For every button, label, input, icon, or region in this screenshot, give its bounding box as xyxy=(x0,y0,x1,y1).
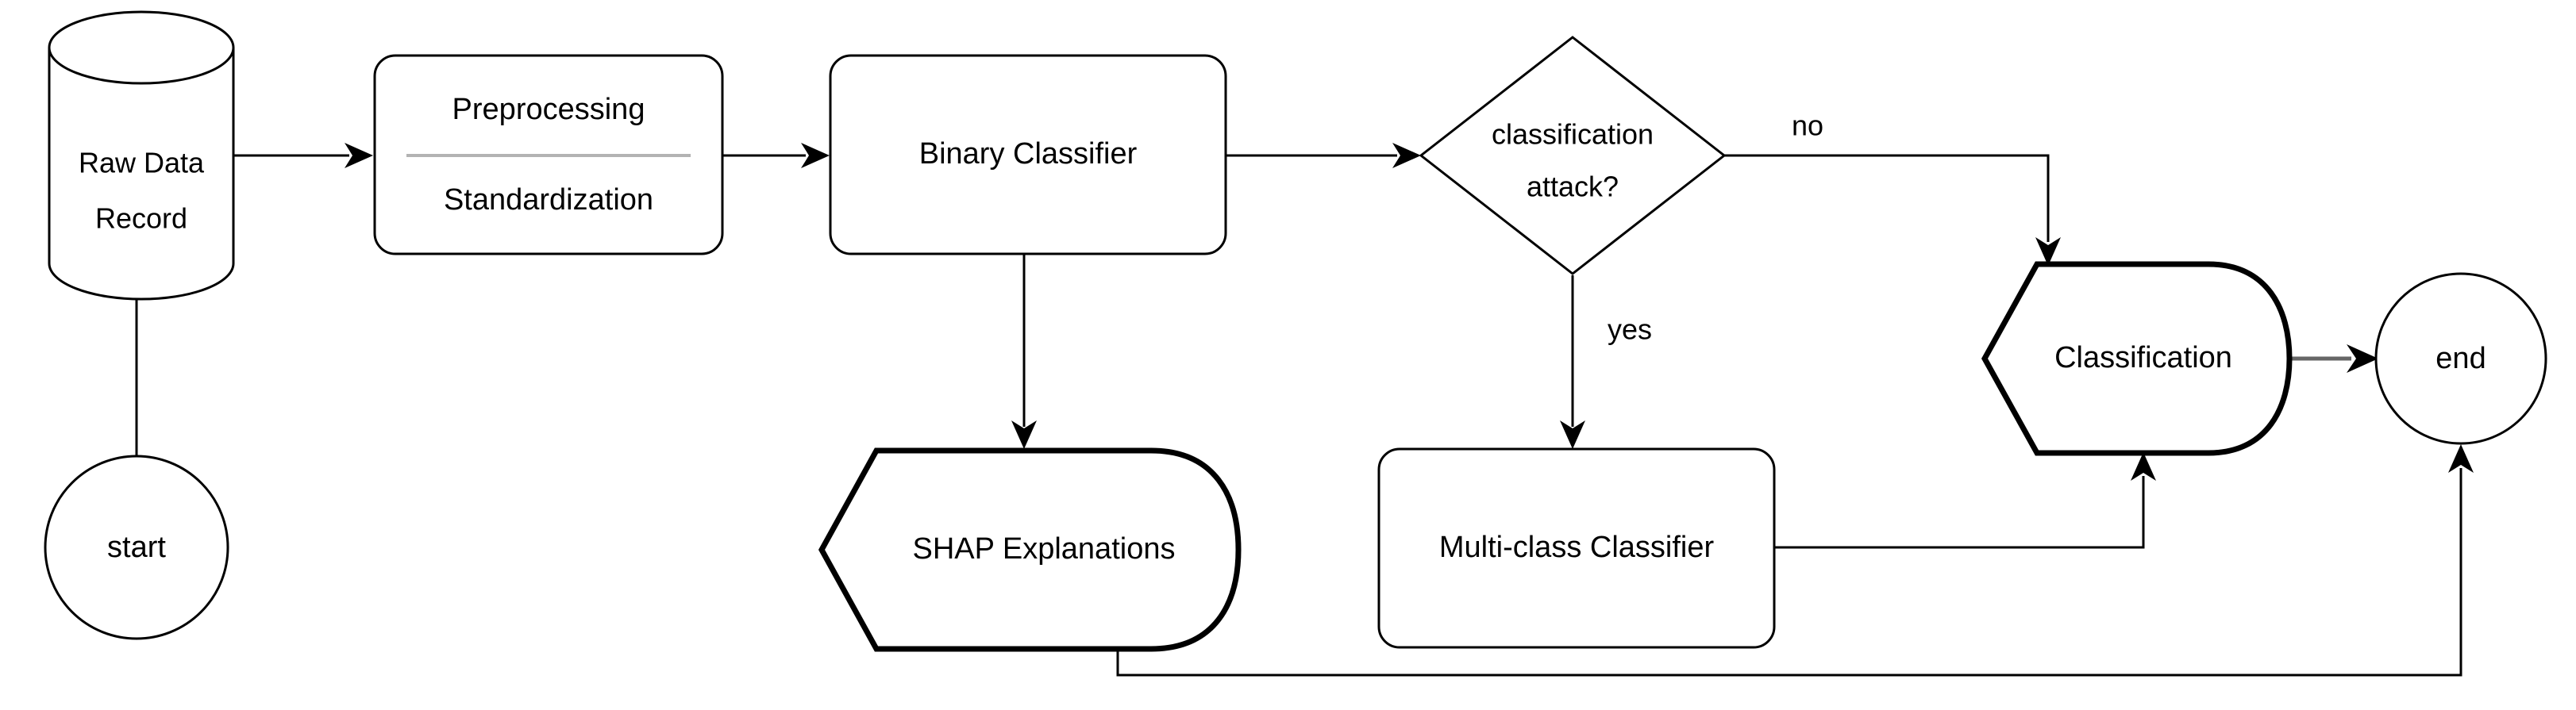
node-preprocessing[interactable]: Preprocessing Standardization xyxy=(373,54,724,255)
edge-multiclass-to-classification xyxy=(1775,452,2156,549)
edge-shap-to-end xyxy=(1116,444,2474,677)
node-start-label: start xyxy=(107,531,166,564)
edge-preprocessing-to-binary-classifier xyxy=(722,143,830,168)
node-multiclass-classifier-label: Multi-class Classifier xyxy=(1439,531,1715,564)
node-multiclass-classifier[interactable]: Multi-class Classifier xyxy=(1377,447,1776,649)
node-shap-explanations-label: SHAP Explanations xyxy=(913,532,1176,566)
node-raw-data-record-label-line2: Record xyxy=(95,202,187,235)
node-binary-classifier[interactable]: Binary Classifier xyxy=(829,54,1227,255)
edge-label-yes: yes xyxy=(1608,313,1652,346)
node-end-label: end xyxy=(2435,342,2486,375)
node-decision-label-line2: attack? xyxy=(1527,171,1619,203)
node-binary-classifier-label: Binary Classifier xyxy=(919,137,1138,171)
node-shap-explanations[interactable]: SHAP Explanations xyxy=(818,447,1242,652)
node-raw-data-record[interactable]: Raw Data Record xyxy=(48,10,235,301)
node-start[interactable]: start xyxy=(44,455,229,640)
node-classification-label: Classification xyxy=(2054,341,2232,374)
node-raw-data-record-label-line1: Raw Data xyxy=(79,147,205,179)
node-end[interactable]: end xyxy=(2374,272,2547,445)
node-decision-classification-attack[interactable]: classification attack? xyxy=(1419,36,1727,275)
edge-binary-classifier-to-shap xyxy=(1011,254,1037,449)
node-preprocessing-label-line1: Preprocessing xyxy=(452,93,645,126)
node-classification[interactable]: Classification xyxy=(1981,261,2293,456)
edge-label-no: no xyxy=(1792,109,1823,142)
edge-binary-classifier-to-decision xyxy=(1226,143,1421,168)
edge-decision-yes-to-multiclass xyxy=(1560,275,1585,449)
edge-classification-to-end xyxy=(2285,344,2378,373)
edge-decision-no-to-classification xyxy=(1724,154,2061,266)
edge-raw-data-to-preprocessing xyxy=(221,143,373,168)
node-preprocessing-label-line2: Standardization xyxy=(444,183,653,217)
node-decision-label-line1: classification xyxy=(1492,118,1654,151)
